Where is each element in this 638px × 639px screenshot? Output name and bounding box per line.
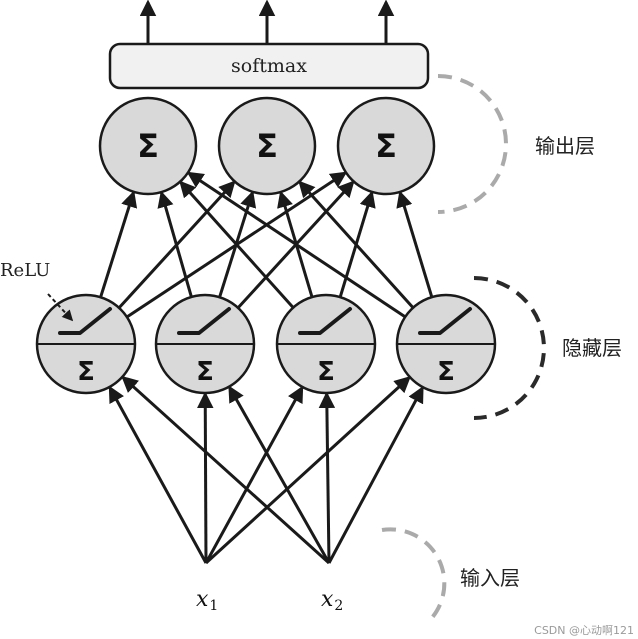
input-layer-label: 输入层 <box>460 566 520 590</box>
relu-activation-icon <box>58 307 112 335</box>
relu-activation-icon <box>418 307 472 335</box>
output-node-1: Σ <box>98 96 198 196</box>
edge-hidden-4-to-output-1 <box>186 171 407 319</box>
relu-annotation: ReLU <box>0 260 74 322</box>
edge-hidden-4-to-output-3 <box>396 190 434 298</box>
hidden-layer-label: 隐藏层 <box>562 336 622 360</box>
sigma-symbol: Σ <box>256 127 278 165</box>
edge-input-1-to-hidden-3 <box>204 385 304 564</box>
output-layer-bracket <box>437 74 508 214</box>
input-labels: x1 x2 <box>196 587 343 614</box>
hidden-node-2: Σ <box>154 293 256 395</box>
output-layer-label: 输出层 <box>535 134 595 158</box>
hidden-node-4: Σ <box>395 293 497 395</box>
relu-label: ReLU <box>0 260 50 281</box>
edge-hidden-1-to-output-1 <box>99 190 138 298</box>
sigma-symbol: Σ <box>196 357 214 387</box>
input-layer-bracket <box>381 527 447 622</box>
output-node-circle <box>217 96 317 196</box>
output-node-2: Σ <box>217 96 317 196</box>
sigma-symbol: Σ <box>375 127 397 165</box>
edge-input-2-to-hidden-2 <box>228 385 331 564</box>
edge-input-1-to-hidden-4 <box>204 376 411 565</box>
sigma-symbol: Σ <box>77 357 95 387</box>
input-x1-label: x1 <box>196 587 218 614</box>
sigma-symbol: Σ <box>137 127 159 165</box>
sigma-symbol: Σ <box>317 357 335 387</box>
input-x2-label: x2 <box>321 587 343 614</box>
hidden-node-3: Σ <box>275 293 377 395</box>
hidden-layer-bracket <box>473 276 546 420</box>
output-node-circle <box>98 96 198 196</box>
edge-input-2-to-hidden-4 <box>327 385 424 564</box>
edge-input-2-to-hidden-1 <box>121 375 331 565</box>
output-node-3: Σ <box>336 96 436 196</box>
input-to-hidden-edges <box>108 375 424 565</box>
relu-activation-icon <box>177 307 231 335</box>
relu-pointer-arrow <box>47 293 74 322</box>
sigma-symbol: Σ <box>437 357 455 387</box>
output-arrows <box>139 0 395 44</box>
edge-hidden-3-to-output-1 <box>179 180 295 309</box>
edge-input-1-to-hidden-1 <box>108 385 208 564</box>
softmax-box: softmax <box>108 42 430 90</box>
softmax-label: softmax <box>231 55 307 77</box>
output-node-circle <box>336 96 436 196</box>
edge-input-2-to-hidden-3 <box>318 391 336 564</box>
hidden-node-1: Σ <box>35 293 137 395</box>
edge-hidden-2-to-output-1 <box>157 190 193 298</box>
edge-input-1-to-hidden-2 <box>197 391 214 564</box>
watermark: CSDN @心动啊121 <box>534 624 634 637</box>
hidden-to-output-edges <box>99 171 434 319</box>
edge-hidden-4-to-output-2 <box>298 180 415 309</box>
relu-activation-icon <box>298 307 352 335</box>
